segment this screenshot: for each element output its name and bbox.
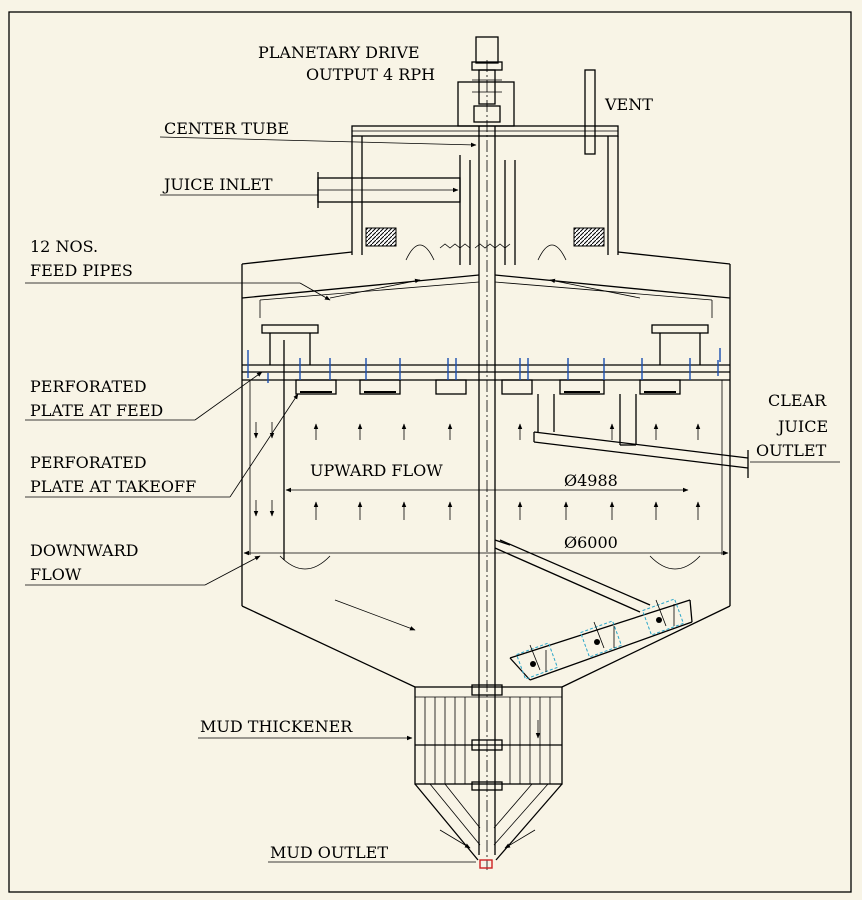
- label-clear-juice-line3: OUTLET: [756, 441, 827, 460]
- upper-housing: [351, 136, 619, 265]
- label-clear-juice-line1: CLEAR: [768, 391, 827, 410]
- label-upward-flow: UPWARD FLOW: [310, 461, 443, 480]
- label-juice-inlet: JUICE INLET: [162, 175, 273, 194]
- label-dim-inner: Ø4988: [564, 471, 618, 490]
- label-clear-juice-line2: JUICE: [776, 417, 828, 436]
- label-perf-takeoff-line2: PLATE AT TAKEOFF: [30, 477, 196, 496]
- label-mud-outlet: MUD OUTLET: [270, 843, 388, 862]
- tank-shell: [241, 298, 731, 688]
- label-feed-pipes-line1: 12 NOS.: [30, 237, 98, 256]
- scraper-arm: [494, 539, 693, 681]
- juice-inlet-pipe: [317, 172, 461, 208]
- planetary-drive: [457, 36, 515, 127]
- feed-tray: [242, 324, 730, 395]
- label-mud-thickener: MUD THICKENER: [200, 717, 353, 736]
- vent-pipe: [584, 69, 596, 155]
- leader-lines: [25, 136, 840, 863]
- flow-arrows: [253, 422, 701, 631]
- top-bridge: [351, 125, 619, 137]
- annotation-labels: PLANETARY DRIVE OUTPUT 4 RPH VENT CENTER…: [30, 43, 828, 862]
- mud-thickener: [414, 684, 563, 869]
- label-drive-line1: PLANETARY DRIVE: [258, 43, 420, 62]
- label-perf-takeoff-line1: PERFORATED: [30, 453, 147, 472]
- label-downward-line1: DOWNWARD: [30, 541, 138, 560]
- label-drive-line2: OUTPUT 4 RPH: [306, 65, 435, 84]
- label-downward-line2: FLOW: [30, 565, 82, 584]
- label-center-tube: CENTER TUBE: [164, 119, 289, 138]
- tank-roof: [241, 251, 731, 318]
- drawing-frame: [8, 11, 852, 893]
- label-perf-feed-line2: PLATE AT FEED: [30, 401, 163, 420]
- label-perf-feed-line1: PERFORATED: [30, 377, 147, 396]
- label-feed-pipes-line2: FEED PIPES: [30, 261, 133, 280]
- label-vent: VENT: [604, 95, 653, 114]
- clear-juice-outlet-pipe: [283, 340, 749, 560]
- dimension-lines: [243, 487, 729, 556]
- center-shaft: [478, 60, 496, 870]
- label-dim-outer: Ø6000: [564, 533, 618, 552]
